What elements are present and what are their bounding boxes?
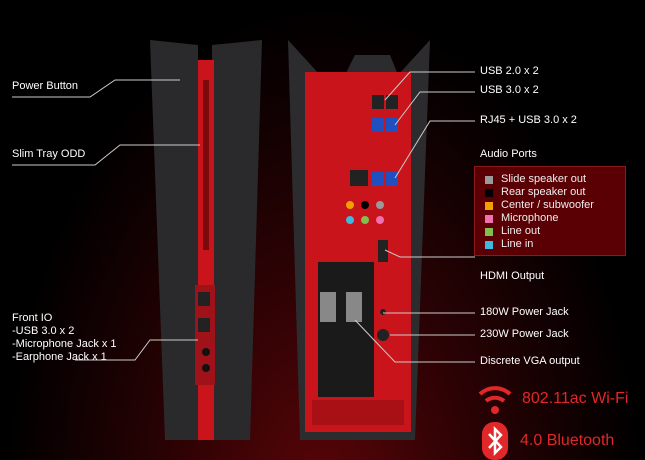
leader-lines [12,71,475,363]
front-io-usb: -USB 3.0 x 2 [12,325,75,337]
color-swatch [485,201,493,210]
wifi-label: 802.11ac Wi-Fi [522,390,629,407]
front-view-tower [150,40,262,440]
color-swatch [485,214,493,223]
rear-view-tower [288,40,430,440]
front-io-title: Front IO [12,312,53,324]
color-swatch [485,188,493,197]
audio-port-label: Rear speaker out [501,186,586,198]
audio-port-label: Microphone [501,212,559,224]
label-vga: Discrete VGA output [480,355,580,367]
audio-port-item: Microphone [485,212,625,225]
wifi-icon [478,386,512,414]
front-io-earphone: -Earphone Jack x 1 [12,351,107,363]
label-usb2: USB 2.0 x 2 [480,65,539,77]
audio-port-item: Center / subwoofer [485,199,625,212]
audio-port-label: Line out [501,225,541,237]
label-230w: 230W Power Jack [480,328,569,340]
color-swatch [485,175,493,184]
label-front-io: Front IO -USB 3.0 x 2 -Microphone Jack x… [12,312,117,364]
label-power-button: Power Button [12,80,79,92]
bluetooth-icon [482,422,508,460]
wifi-feature: 802.11ac Wi-Fi [476,380,628,418]
audio-port-item: Rear speaker out [485,186,625,199]
label-hdmi: HDMI Output [480,270,545,282]
audio-port-item: Line in [485,238,625,251]
audio-port-label: Center / subwoofer [501,199,594,211]
audio-port-label: Line in [501,238,534,250]
audio-port-item: Line out [485,225,625,238]
label-rj45: RJ45 + USB 3.0 x 2 [480,114,577,126]
bluetooth-feature: 4.0 Bluetooth [482,422,614,460]
color-swatch [485,240,493,249]
audio-port-label: Slide speaker out [501,173,586,185]
color-swatch [485,227,493,236]
label-usb3: USB 3.0 x 2 [480,84,539,96]
front-io-mic: -Microphone Jack x 1 [12,338,117,350]
label-audio-ports: Audio Ports [480,148,537,160]
audio-port-item: Slide speaker out [485,173,625,186]
label-slim-tray-odd: Slim Tray ODD [12,148,86,160]
label-180w: 180W Power Jack [480,306,569,318]
bluetooth-label: 4.0 Bluetooth [520,432,615,449]
